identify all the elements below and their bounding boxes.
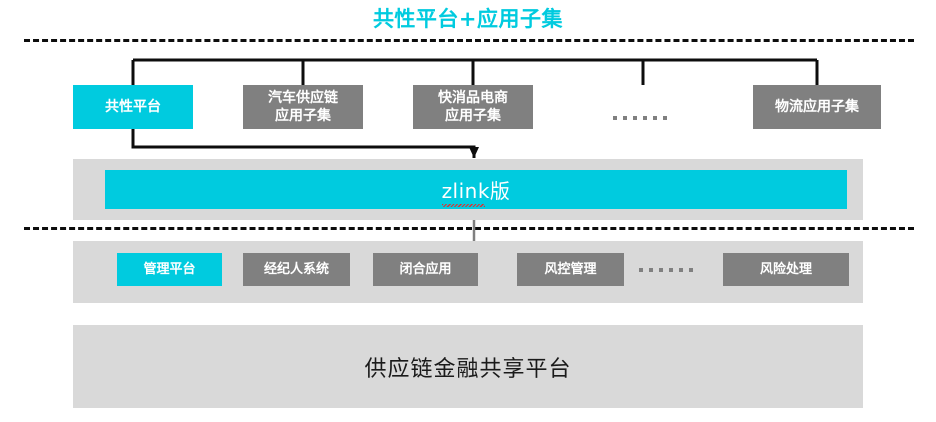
foundation-band [73, 325, 863, 408]
top-box-common-platform[interactable]: 共性平台 [73, 85, 193, 129]
top-box-fmcg-ecommerce-subset[interactable]: 快消品电商 应用子集 [413, 85, 533, 129]
dashed-separator-top [24, 39, 914, 42]
diagram-title: 共性平台+应用子集 [372, 7, 564, 31]
dashed-separator-bottom [24, 227, 914, 230]
app-box-management-platform[interactable]: 管理平台 [117, 253, 222, 286]
app-box-broker-system[interactable]: 经纪人系统 [243, 253, 350, 286]
app-row-ellipsis-icon [639, 268, 693, 272]
top-box-logistics-subset[interactable]: 物流应用子集 [753, 85, 881, 129]
foundation-band-label: 供应链金融共享平台 [364, 356, 572, 382]
app-box-risk-handling[interactable]: 风险处理 [723, 253, 849, 286]
app-box-risk-control-management[interactable]: 风控管理 [517, 253, 624, 286]
zlink-label: zlink版 [441, 175, 511, 207]
zlink-bar[interactable]: zlink版 [105, 170, 847, 209]
top-row-ellipsis-icon [613, 116, 667, 120]
app-box-closed-loop-application[interactable]: 闭合应用 [373, 253, 478, 286]
top-box-auto-supply-chain-subset[interactable]: 汽车供应链 应用子集 [243, 85, 363, 129]
